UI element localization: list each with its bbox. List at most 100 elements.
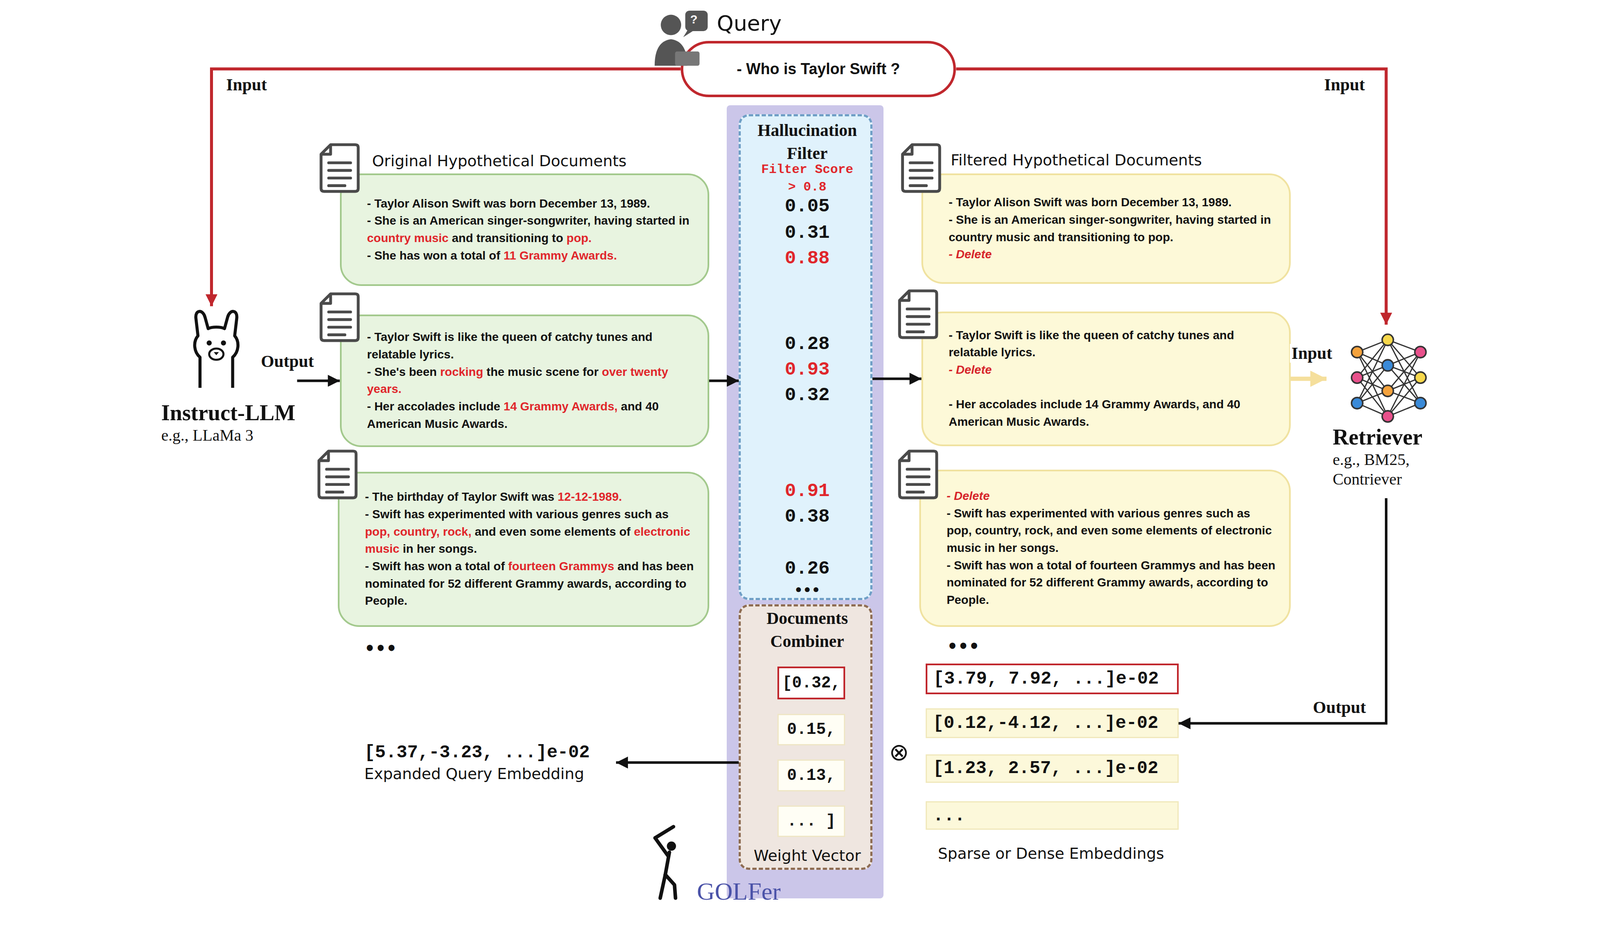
embedding-box: [0.12,-4.12, ...]e-02 <box>925 707 1179 738</box>
document-line: - Swift has experimented with various ge… <box>946 504 1277 557</box>
document-icon <box>896 287 940 341</box>
filter-score: 0.28 <box>784 334 830 354</box>
node-subtitle: e.g., BM25, Contriever <box>1332 449 1446 489</box>
icon-symbol: ? <box>690 13 698 26</box>
filter-score: 0.38 <box>784 506 830 526</box>
document-line: - Taylor Alison Swift was born December … <box>367 195 696 213</box>
llama-icon <box>194 311 239 388</box>
document-icon <box>899 141 943 195</box>
document-line: - Her accolades include 14 Grammy Awards… <box>948 395 1277 431</box>
icon-shape <box>899 450 937 498</box>
connector-arrow <box>1290 376 1327 381</box>
node-text: - She's been rocking the music scene for… <box>367 363 696 398</box>
document-icon <box>316 447 360 501</box>
group-caption: Sparse or Dense Embeddings <box>938 843 1165 864</box>
connector-arrow <box>1178 497 1387 723</box>
icon-shape <box>899 290 937 338</box>
method-band: Hallucination FilterFilter Score > 0.80.… <box>726 105 884 898</box>
document-box: - The birthday of Taylor Swift was 12-12… <box>337 471 710 627</box>
output-embedding: [5.37,-3.23, ...]e-02Expanded Query Embe… <box>364 732 616 792</box>
document-icon <box>318 290 362 344</box>
node-title: Retriever <box>1332 424 1446 450</box>
connector-arrow <box>615 760 739 764</box>
node-text: [0.32, <box>782 673 841 693</box>
embedding-box: ... <box>925 800 1179 830</box>
weight-box: [0.32, <box>777 666 846 700</box>
ellipsis: ••• <box>364 639 398 657</box>
node-text: 0.13, <box>787 765 836 786</box>
node-text: - The birthday of Taylor Swift was 12-12… <box>365 488 696 506</box>
embedding-caption: Expanded Query Embedding <box>364 763 616 784</box>
filter-score: 0.32 <box>784 385 830 405</box>
weight-box: 0.15, <box>777 713 845 746</box>
documents-combiner: [0.32, 0.15, 0.13, ... ] Documents CombinerW… <box>738 604 873 870</box>
document-box: - Taylor Swift is like the queen of catc… <box>339 314 710 447</box>
document-box: Filtered Hypothetical Documents- Taylor … <box>921 173 1291 284</box>
node-text: - Her accolades include 14 Grammy Awards… <box>367 397 696 433</box>
deleted-marker: - Delete <box>948 361 1277 379</box>
user-icon <box>652 10 709 67</box>
operator-symbol: ⊗ <box>889 739 910 764</box>
node-text: - Taylor Swift is like the queen of catc… <box>367 328 696 363</box>
edge-label: Output <box>258 351 316 371</box>
golfer-icon <box>655 826 677 898</box>
node-text: - Swift has won a total of fourteen Gram… <box>365 557 696 610</box>
box-heading: Query <box>716 11 782 36</box>
node-text: [1.23, 2.57, ...]e-02 <box>932 756 1173 780</box>
box-title: Hallucination Filter <box>742 118 873 165</box>
document-icon <box>896 447 940 501</box>
deleted-marker: - Delete <box>946 487 1277 505</box>
icon-shape <box>902 144 940 192</box>
box-caption: Weight Vector <box>753 845 861 866</box>
filter-score: 0.31 <box>784 223 830 242</box>
query-text: - Who is Taylor Swift ? <box>736 59 900 78</box>
icon-shape <box>318 450 356 498</box>
embedding-box: [1.23, 2.57, ...]e-02 <box>925 753 1179 783</box>
box-heading: Filtered Hypothetical Documents <box>950 150 1203 170</box>
document-line: - She is an American singer-songwriter, … <box>948 211 1277 246</box>
document-line: - She has won a total of 11 Grammy Award… <box>367 247 696 265</box>
edge-label: Output <box>1311 697 1368 717</box>
query-box: Query- Who is Taylor Swift ? <box>680 40 957 98</box>
edge-label: Input <box>1289 343 1335 363</box>
hallucination-filter: Hallucination FilterFilter Score > 0.80.… <box>738 114 873 600</box>
box-title: Documents Combiner <box>742 606 873 653</box>
weight-box: ... ] <box>777 805 845 837</box>
connector-arrow <box>211 69 681 307</box>
neural-network-icon <box>1351 333 1427 422</box>
connector-arrow <box>872 377 922 380</box>
deleted-marker: - Delete <box>948 245 1277 264</box>
node-text: [3.79, 7.92, ...]e-02 <box>933 667 1172 691</box>
retriever-node: Retrievere.g., BM25, Contriever <box>1326 324 1446 498</box>
document-icon <box>318 141 362 195</box>
box-heading: Original Hypothetical Documents <box>372 151 627 170</box>
filter-score: 0.91 <box>784 481 830 501</box>
connector-arrow <box>296 379 340 382</box>
icon-shape <box>320 293 358 341</box>
node-text: [0.12,-4.12, ...]e-02 <box>932 711 1173 735</box>
document-line: - Swift has won a total of fourteen Gram… <box>946 556 1277 609</box>
llm-node: Instruct-LLMe.g., LLaMa 3 <box>161 306 297 449</box>
edge-label: Input <box>1322 75 1367 95</box>
document-box: - Delete- Swift has experimented with va… <box>919 469 1291 627</box>
node-text: - Swift has experimented with various ge… <box>365 505 696 558</box>
node-text: ... ] <box>787 811 836 831</box>
filter-score: 0.93 <box>784 359 830 379</box>
filter-score: 0.88 <box>784 248 830 268</box>
connector-arrow <box>955 69 1387 325</box>
node-text: ... <box>932 803 1173 828</box>
document-line: - Taylor Alison Swift was born December … <box>948 193 1277 212</box>
icon-shape <box>654 10 708 66</box>
icon-shape <box>320 144 358 192</box>
document-line: - She is an American singer-songwriter, … <box>367 212 696 247</box>
filter-score: 0.05 <box>784 196 830 216</box>
edge-label: Input <box>224 75 269 95</box>
method-name: GOLFer <box>696 877 781 905</box>
node-text: 0.15, <box>787 719 836 740</box>
document-box: - Taylor Swift is like the queen of catc… <box>921 311 1291 447</box>
weight-box: 0.13, <box>777 759 845 791</box>
ellipsis: ••• <box>946 637 980 655</box>
embedding-value: [5.37,-3.23, ...]e-02 <box>364 740 616 765</box>
